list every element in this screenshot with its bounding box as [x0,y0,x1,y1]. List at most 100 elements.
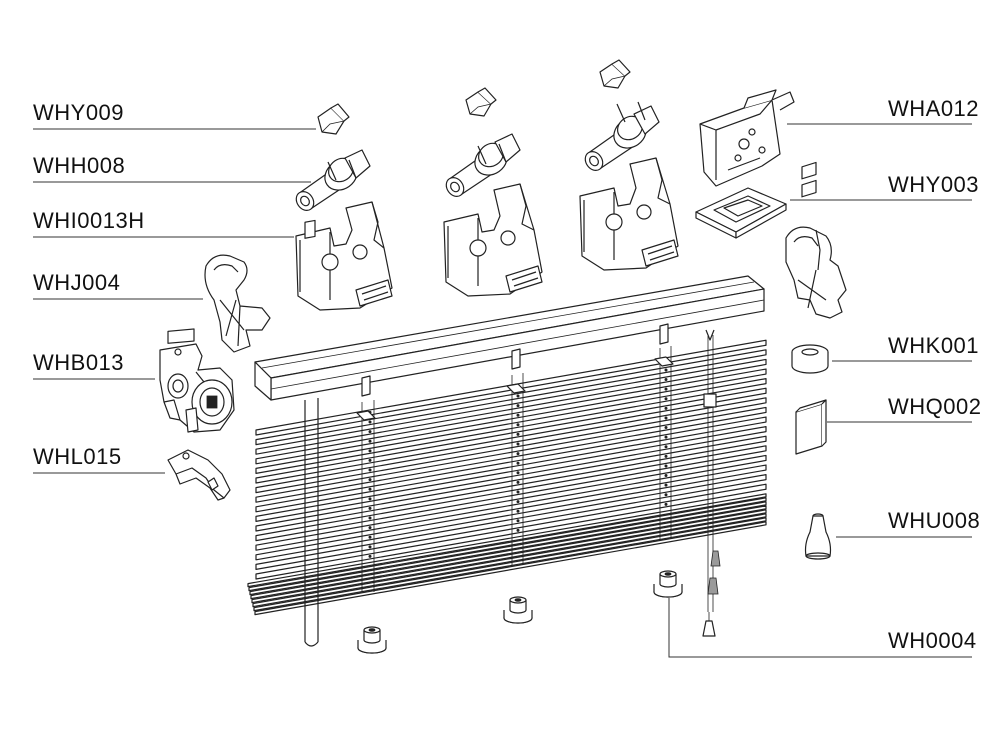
cradle-bracket-1 [295,201,393,311]
headrail-cord-clips [356,323,674,421]
slat [255,426,767,523]
cord-cap-2 [465,87,497,117]
square-clip [795,161,827,455]
label-group-right: WHA012 WHY003 WHK001 WHQ002 WHU008 WH000… [668,96,981,658]
label-whq002: WHQ002 [888,394,981,419]
slat-route-hole [368,554,372,558]
slat-route-hole [368,487,372,491]
cord-cap-1 [317,103,350,135]
headrail [254,275,765,401]
cord-cap-set [317,59,631,135]
label-group-left: WHY009 WHH008 WHI0013H WHJ004 WHB013 WHL… [33,100,316,474]
cord-drum-1 [295,149,371,211]
leader-wh0004 [668,598,972,658]
slat [255,406,767,503]
cradle-bracket-set [295,157,679,311]
slat-route-hole [516,394,520,398]
slat-route-hole [368,439,372,443]
stacked-slat [248,497,767,592]
slat-route-hole [664,387,668,391]
slat [255,368,767,465]
slat-route-hole [516,404,520,408]
spacer-ring [791,344,829,374]
label-whu008: WHU008 [888,508,980,533]
bottom-end-caps [357,570,683,654]
label-whb013: WHB013 [33,350,124,375]
stacked-slat [247,493,767,588]
slat-route-hole [664,464,668,468]
slat-route-hole [516,442,520,446]
label-whk001: WHK001 [888,333,979,358]
cradle-bracket-3 [579,157,679,271]
label-why003: WHY003 [888,172,979,197]
slat-route-hole [368,478,372,482]
tilt-wand [304,398,319,647]
end-cap-2 [503,596,533,624]
slat-route-hole [516,461,520,465]
bottom-rail-stack [247,493,767,616]
stacked-slat [253,517,767,612]
stacked-slat [254,521,767,616]
slat [255,435,767,532]
slat-route-hole [664,416,668,420]
slat [255,358,767,455]
slat-route-hole [516,509,520,513]
slat [255,416,767,513]
slat-route-hole [516,528,520,532]
label-whh008: WHH008 [33,153,125,178]
slat-route-hole [664,397,668,401]
slat-route-hole [368,506,372,510]
slat-route-hole [516,413,520,417]
stacked-slat [249,501,767,596]
slat-route-hole [664,502,668,506]
slat-route-hole [368,535,372,539]
slat-stack [255,339,767,580]
slat-route-hole [516,432,520,436]
slat-route-hole [516,490,520,494]
end-cap-3 [653,570,683,598]
slat-route-hole [664,474,668,478]
slat [255,454,767,551]
slat [255,378,767,474]
slat [255,397,767,494]
slat [255,464,767,561]
slat-route-hole [368,449,372,453]
slat-route-hole [664,426,668,430]
installation-bracket [699,89,795,187]
lift-cords [702,329,721,637]
label-whj004: WHJ004 [33,270,120,295]
slat-route-hole [516,471,520,475]
slat-route-hole [664,378,668,382]
ladder-cords [361,346,672,592]
slat-route-hole [664,368,668,372]
slat-route-hole [368,516,372,520]
slat-route-hole [368,458,372,462]
slat-route-hole [664,493,668,497]
slat-route-hole [368,526,372,530]
slat-route-hole [516,519,520,523]
slat-route-hole [368,545,372,549]
base-plate [695,187,787,239]
label-whl015: WHL015 [33,444,122,469]
slat-route-hole [368,468,372,472]
slat-route-hole [368,497,372,501]
slat [255,474,767,571]
slat-route-hole [664,445,668,449]
slat-route-hole [368,420,372,424]
venetian-blind-assembly [247,275,767,647]
slat-route-hole [516,500,520,504]
slat [255,387,767,484]
cord-drum-3 [584,101,660,171]
slat [255,349,767,446]
cord-tassel-2 [707,577,719,595]
label-wha012: WHA012 [888,96,979,121]
slat-route-hole [664,406,668,410]
cord-lock-square [703,393,717,408]
stacked-slat [252,513,767,608]
slat-route-hole [516,423,520,427]
slat-route-hole [516,452,520,456]
cord-tassel-3 [702,620,716,637]
cord-drum-set [295,101,660,211]
slat-route-hole [664,454,668,458]
